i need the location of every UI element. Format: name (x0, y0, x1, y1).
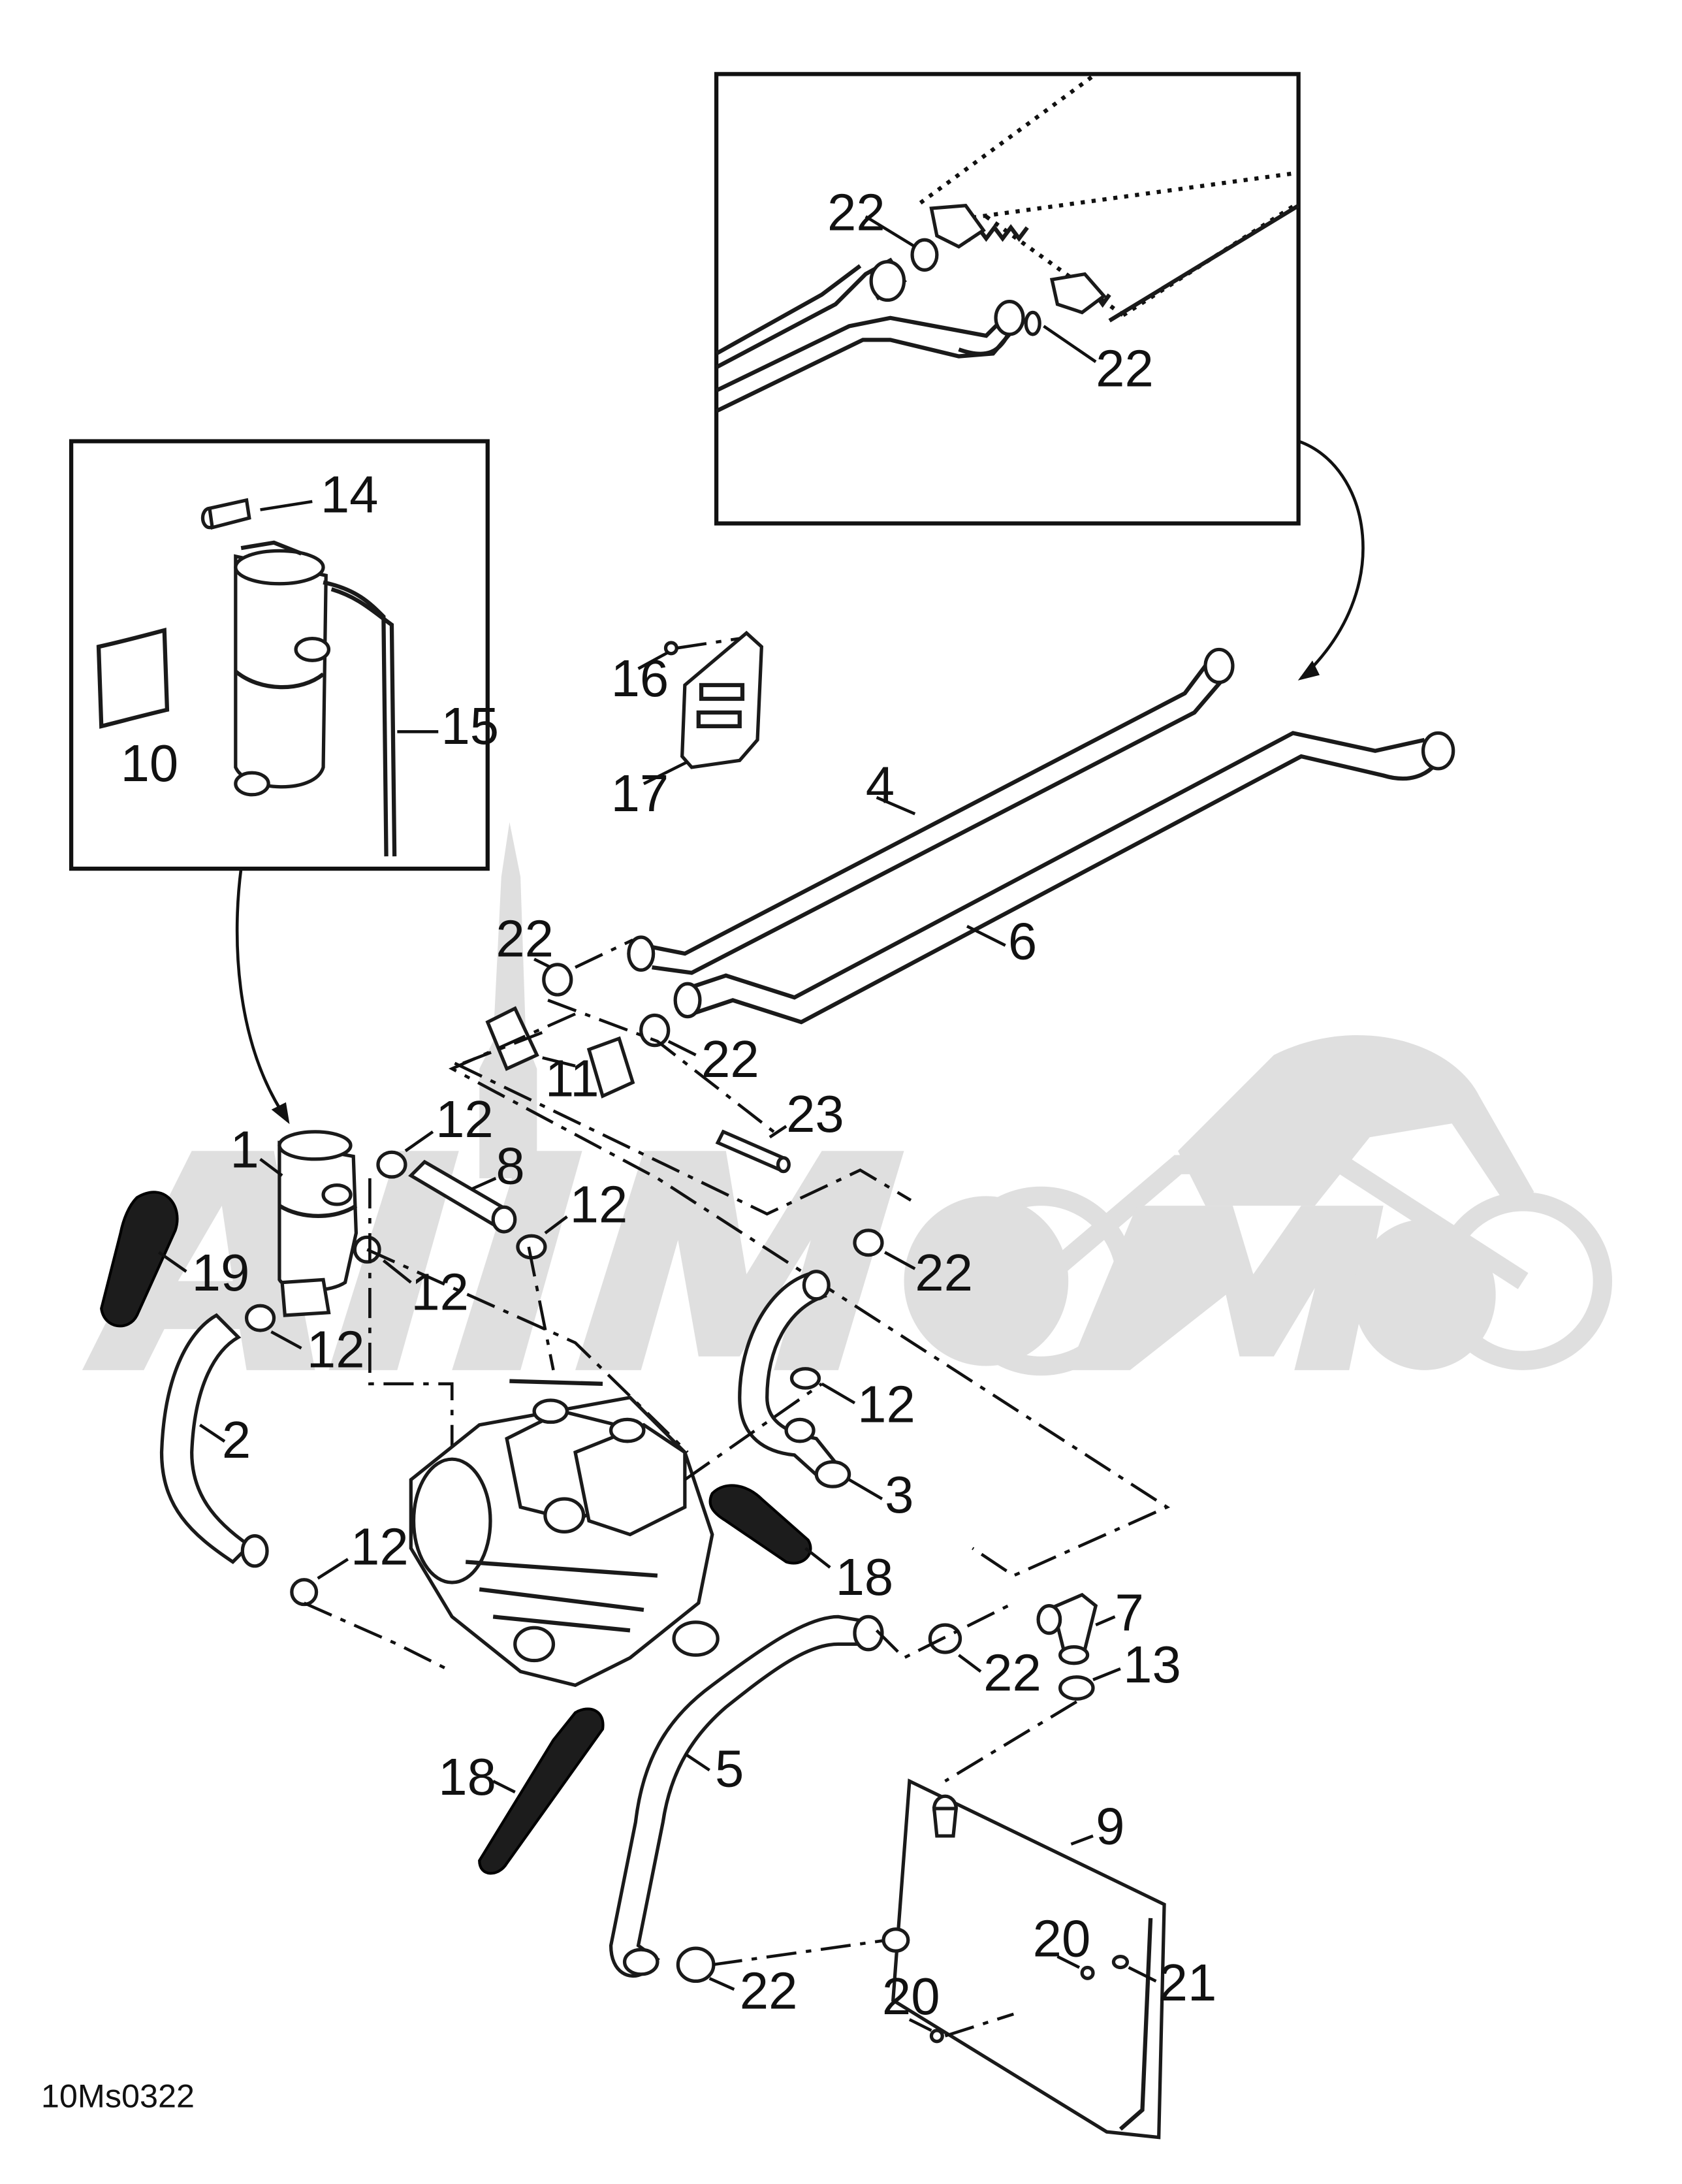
callout-22: 22 (740, 1961, 798, 2019)
callout-22: 22 (496, 909, 554, 967)
callout-16: 16 (611, 649, 669, 707)
callout-15: 15 (441, 697, 499, 755)
callout-13: 13 (1123, 1635, 1181, 1694)
callout-22: 22 (701, 1030, 759, 1088)
hose-18-upper (708, 1484, 812, 1565)
callout-22: 22 (983, 1644, 1041, 1702)
callout-22: 22 (827, 184, 885, 242)
callout-17: 17 (611, 764, 669, 822)
tailpipe-joints: 22 22 11 (454, 909, 912, 1216)
hose-19 (100, 1191, 179, 1328)
callout-18: 18 (438, 1748, 496, 1806)
callout-12: 12 (351, 1518, 409, 1576)
callout-9: 9 (1096, 1797, 1124, 1855)
callout-20: 20 (1033, 1910, 1091, 1968)
pipe-2: 2 12 (159, 1313, 453, 1673)
callout-14: 14 (321, 466, 379, 524)
callout-19: 19 (192, 1244, 250, 1302)
hose-18-lower (478, 1707, 605, 1875)
muffler-assembly: 1 12 12 12 12 8 (230, 1012, 1171, 1578)
callout-12: 12 (307, 1321, 365, 1379)
pipe-23: 23 (715, 1085, 844, 1174)
callout-10: 10 (121, 734, 179, 792)
callout-7: 7 (1115, 1583, 1144, 1641)
callout-22: 22 (915, 1244, 973, 1302)
callout-12: 12 (570, 1175, 628, 1233)
callout-3: 3 (885, 1466, 913, 1524)
elbow-7: 7 13 (944, 1583, 1181, 1783)
callout-11: 11 (545, 1049, 599, 1107)
callout-2: 2 (222, 1411, 251, 1469)
silencer-9: 9 20 21 20 (881, 1778, 1217, 2140)
callout-20: 20 (882, 1967, 940, 2025)
callout-12: 12 (857, 1375, 915, 1434)
heat-shield: 16 17 (611, 630, 764, 822)
inset-top-left: 10 14 15 (69, 439, 499, 1125)
tailpipes: 4 6 (627, 647, 1455, 1025)
callout-6: 6 (1008, 912, 1037, 971)
callout-12: 12 (436, 1090, 494, 1148)
callout-23: 23 (786, 1085, 844, 1143)
pipe-5: 5 22 22 (609, 1601, 1041, 2019)
callout-18: 18 (836, 1548, 894, 1606)
callout-8: 8 (496, 1137, 524, 1195)
callout-1: 1 (230, 1120, 259, 1178)
diagram-code: 10Ms0322 (41, 2077, 195, 2114)
callout-5: 5 (715, 1740, 744, 1798)
callout-4: 4 (866, 756, 895, 814)
watermark-logo (82, 822, 1613, 1376)
inset-top-right: 22 22 (714, 72, 1365, 681)
pipe-3: 12 3 22 (684, 1228, 973, 1524)
callout-21: 21 (1159, 1953, 1217, 2012)
engine-block (409, 1379, 720, 1688)
callout-22: 22 (1096, 340, 1154, 398)
